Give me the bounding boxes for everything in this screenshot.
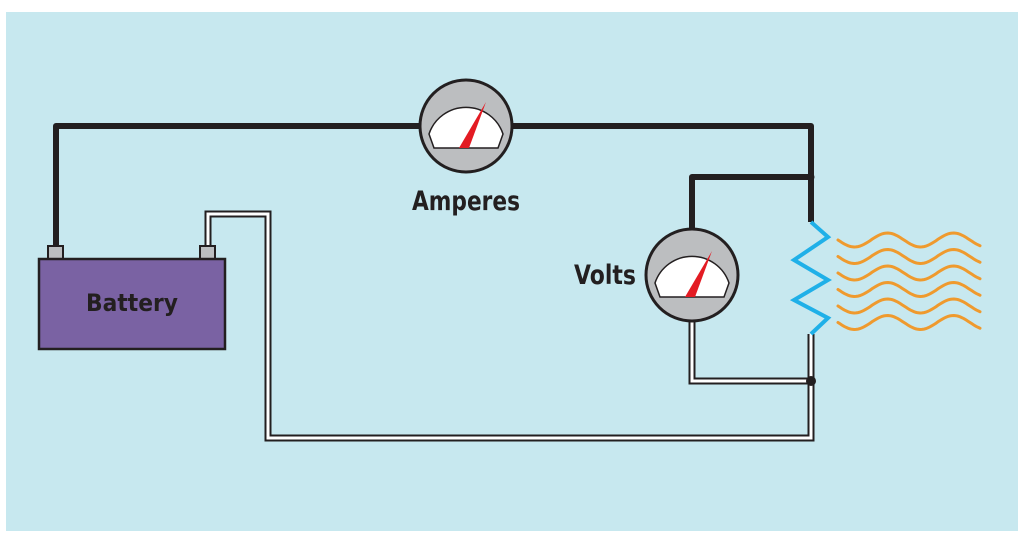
heat-wave: [836, 231, 982, 249]
voltmeter-upper-lead: [689, 174, 811, 230]
battery-label: Battery: [86, 289, 178, 317]
heat-wave: [836, 247, 982, 266]
voltmeter-needle: [685, 251, 712, 297]
battery: Battery: [37, 245, 227, 351]
ammeter-dial-face: [428, 106, 504, 149]
heat-wave: [836, 280, 982, 299]
heat-wave: [836, 313, 982, 332]
junction-dot-top: [807, 173, 815, 181]
ammeter: [418, 78, 514, 174]
heat-waves: [836, 231, 982, 332]
battery-body: [37, 257, 227, 351]
ammeter-needle: [459, 102, 486, 148]
ammeter-label: Amperes: [412, 186, 520, 217]
voltmeter-label: Volts: [574, 260, 636, 291]
resistor: [789, 220, 832, 336]
heat-wave: [836, 264, 982, 282]
voltmeter-lower-lead: [688, 320, 811, 385]
voltmeter: [644, 227, 740, 323]
negative-wire: [204, 210, 815, 442]
voltmeter-dial-face: [654, 255, 730, 298]
heat-wave: [836, 297, 982, 315]
junction-dot-bottom: [806, 376, 816, 386]
